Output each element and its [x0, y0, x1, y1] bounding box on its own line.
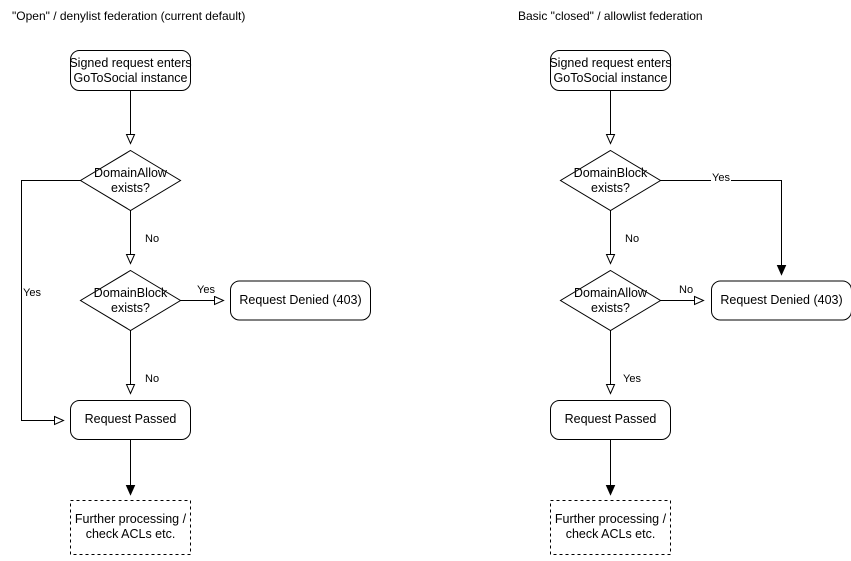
edge-domainblock-yes-to-denied — [660, 180, 787, 276]
node-denied-shape — [711, 280, 851, 321]
edge-label-domainallow-yes: Yes — [22, 287, 42, 299]
node-domainblock-shape — [79, 269, 182, 332]
edge-domainallow-yes-to-passed — [21, 180, 81, 426]
node-passed-shape — [70, 400, 191, 440]
node-domainallow-shape — [559, 269, 662, 332]
edge-label-domainblock-no: No — [144, 373, 161, 385]
node-further-shape — [550, 500, 671, 555]
node-start-shape — [70, 50, 191, 91]
diagram-denylist-shapes — [21, 50, 371, 555]
node-domainblock-shape — [559, 149, 662, 212]
node-further-shape — [70, 500, 191, 555]
node-passed-shape — [550, 400, 671, 440]
node-start-shape — [550, 50, 671, 91]
edge-label-domainallow-no: No — [678, 284, 695, 296]
node-denied-shape — [230, 280, 371, 321]
edge-label-domainblock-yes: Yes — [196, 284, 216, 296]
diagram-title-denylist: "Open" / denylist federation (current de… — [12, 9, 246, 23]
edge-label-domainallow-yes: Yes — [622, 373, 642, 385]
edge-label-domainblock-no: No — [624, 233, 641, 245]
diagram-title-allowlist: Basic "closed" / allowlist federation — [518, 9, 703, 23]
edge-label-domainallow-no: No — [144, 233, 161, 245]
node-domainallow-shape — [79, 149, 182, 212]
edge-label-domainblock-yes: Yes — [711, 172, 731, 184]
diagram-allowlist-shapes — [550, 50, 851, 555]
